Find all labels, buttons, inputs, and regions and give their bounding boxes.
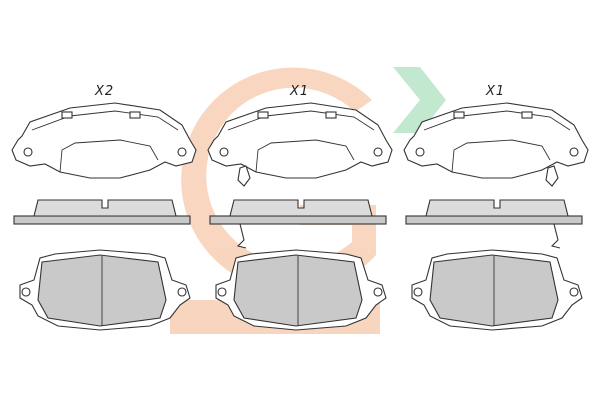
pad-set-3 (403, 102, 589, 331)
pad-side-view (13, 199, 191, 225)
set-1-quantity-label: X2 (94, 84, 114, 99)
pad-side-view (405, 199, 583, 249)
backing-plate-top-view (207, 102, 393, 187)
wear-sensor-clip-icon (237, 165, 251, 187)
pad-friction-face (411, 249, 583, 331)
pad-set-1 (11, 102, 197, 331)
set-3-quantity-label: X1 (485, 84, 505, 99)
pad-friction-face (19, 249, 191, 331)
pad-side-view (209, 199, 387, 249)
wear-sensor-clip-icon (545, 165, 559, 187)
pad-friction-face (215, 249, 387, 331)
backing-plate-top-view (403, 102, 589, 187)
pad-set-2 (207, 102, 393, 331)
set-2-quantity-label: X1 (289, 84, 309, 99)
backing-plate-top-view (11, 102, 197, 179)
